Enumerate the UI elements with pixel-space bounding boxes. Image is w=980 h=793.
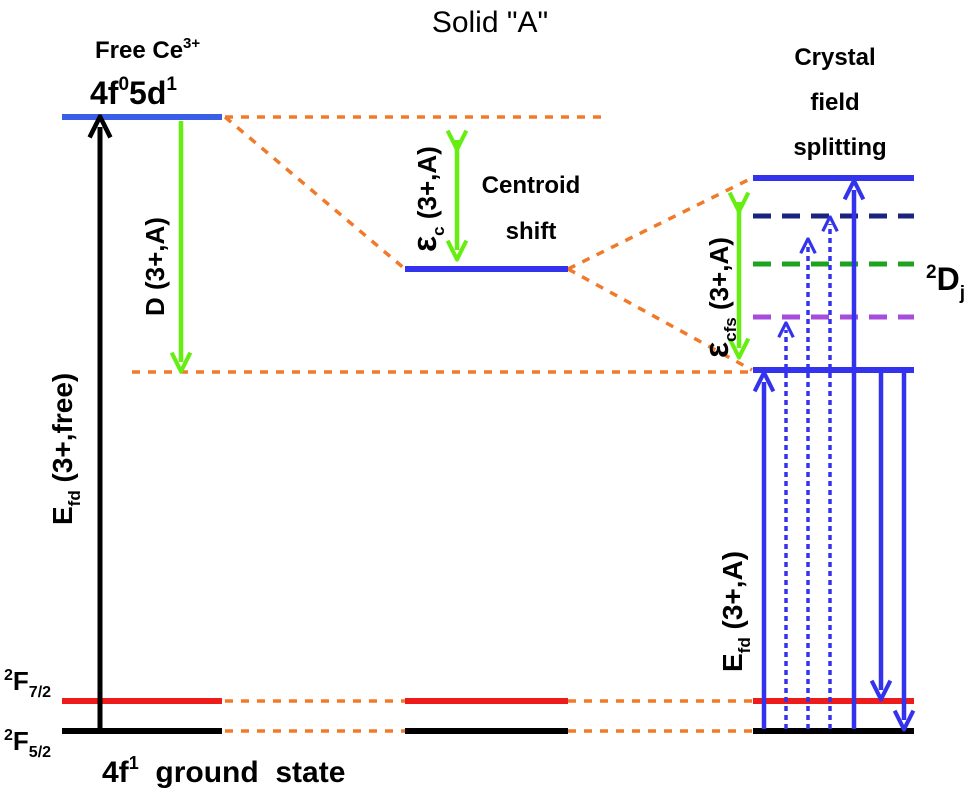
eps-cfs-label: εcfs (3+,A) — [698, 237, 740, 358]
free-ion-label: Free Ce3+ — [95, 35, 200, 64]
connector-centroid-to-bottom — [567, 267, 753, 372]
dj-label: 2Dj — [926, 261, 965, 304]
f52-label: 2F5/2 — [4, 726, 51, 761]
crystal-field-label-3: splitting — [793, 134, 886, 161]
centroid-label-2: shift — [506, 218, 557, 245]
connector-centroid-to-top — [567, 176, 753, 271]
efd-a-label: Efd (3+,A) — [717, 551, 754, 672]
efd-free-label: Efd (3+,free) — [47, 373, 84, 525]
crystal-field-label-1: Crystal — [794, 44, 875, 71]
free-ion-config: 4f05d1 — [90, 74, 177, 111]
crystal-field-label-2: field — [810, 89, 859, 116]
centroid-label-1: Centroid — [482, 172, 581, 199]
d-shift-label: D (3+,A) — [140, 217, 170, 316]
diagram-title: Solid "A" — [432, 6, 548, 39]
eps-c-label: εc (3+,A) — [406, 146, 448, 252]
connector-free-to-centroid — [223, 115, 407, 271]
ground-state-label: 4f1 ground state — [102, 753, 345, 789]
f72-label: 2F7/2 — [4, 666, 51, 701]
orange-dotted-connectors — [132, 115, 753, 733]
